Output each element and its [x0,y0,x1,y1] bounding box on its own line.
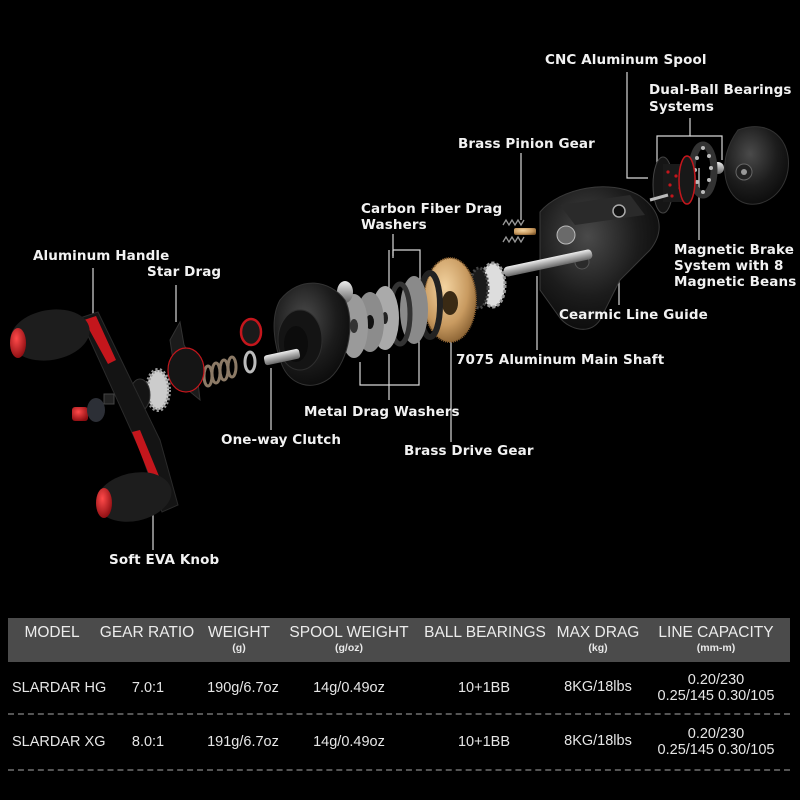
drag-washers [340,270,443,358]
aluminum-handle [10,309,179,522]
column-header-line-capacity: LINE CAPACITY(mm-m) [654,624,778,654]
label-main-shaft: 7075 Aluminum Main Shaft [456,352,665,368]
cell-ball-bearings: 10+1BB [457,734,510,750]
label-ceramic-line-guide: Cearmic Line Guide [559,307,708,323]
label-aluminum-handle: Aluminum Handle [33,248,170,264]
label-star-drag: Star Drag [147,264,222,280]
cell-weight: 191g/6.7oz [207,734,279,750]
label-dual-ball-bearings-line2: Systems [649,99,714,115]
label-magnetic-brake-line1: Magnetic Brake [674,242,794,258]
label-dual-ball-bearings-line1: Dual-Ball Bearings [649,82,792,98]
cell-ball-bearings: 10+1BB [457,680,510,696]
column-header-max-drag: MAX DRAG(kg) [556,624,640,654]
column-header-ball-bearings: BALL BEARINGS [424,624,546,641]
label-cnc-aluminum-spool: CNC Aluminum Spool [545,52,707,68]
cell-spool-weight: 14g/0.49oz [313,734,385,750]
cell-model: SLARDAR XG [12,734,106,750]
cell-gear-ratio: 8.0:1 [131,734,165,750]
line-capacity-line1: 0.20/230 [687,672,745,688]
left-side-plate [273,282,351,386]
row-divider [8,713,790,715]
column-header-weight: WEIGHT(g) [204,624,274,654]
main-shaft [503,249,593,277]
table-row: SLARDAR XG 8.0:1 191g/6.7oz 14g/0.49oz 1… [8,716,790,770]
label-carbon-fiber-drag-line1: Carbon Fiber Drag [361,201,503,217]
label-carbon-fiber-drag-line2: Washers [361,217,427,233]
label-metal-drag-washers: Metal Drag Washers [304,404,460,420]
reel-parts-illustration [10,72,789,550]
small-gear [468,261,507,310]
column-header-gear-ratio: GEAR RATIO [99,624,195,641]
star-drag [129,320,205,412]
label-magnetic-brake-line2: System with 8 [674,258,784,274]
table-row: SLARDAR HG 7.0:1 190g/6.7oz 14g/0.49oz 1… [8,662,790,716]
wave-washers [202,350,257,388]
cell-weight: 190g/6.7oz [207,680,279,696]
label-magnetic-brake-line3: Magnetic Beans [674,274,797,290]
side-cover [724,126,789,205]
cell-model: SLARDAR HG [12,680,107,696]
unit-spool-weight: (g/oz) [335,642,363,654]
cell-max-drag: 8KG/18lbs [564,679,632,695]
label-brass-pinion-gear: Brass Pinion Gear [458,136,595,152]
line-capacity-line1: 0.20/230 [687,726,745,742]
spec-table-header: MODEL GEAR RATIO WEIGHT(g) SPOOL WEIGHT(… [8,618,790,662]
unit-max-drag: (kg) [588,642,608,654]
label-soft-eva-knob: Soft EVA Knob [109,552,220,568]
clutch-shaft [263,348,301,366]
unit-line-capacity: (mm-m) [696,642,736,654]
reel-frame [539,186,660,330]
brass-pinion-gear [514,228,536,235]
cell-gear-ratio: 7.0:1 [131,680,165,696]
pinion-springs [502,218,525,244]
line-capacity-line2: 0.25/145 0.30/105 [657,688,775,704]
row-divider [8,769,790,771]
column-header-spool-weight: SPOOL WEIGHT(g/oz) [286,624,412,654]
column-header-model: MODEL [24,624,80,641]
red-cap-button [239,317,263,347]
label-brass-drive-gear: Brass Drive Gear [404,443,534,459]
spool-part [649,155,696,214]
cell-max-drag: 8KG/18lbs [564,733,632,749]
label-one-way-clutch: One-way Clutch [221,432,342,448]
line-capacity-line2: 0.25/145 0.30/105 [657,742,775,758]
cell-line-capacity: 0.20/230 0.25/145 0.30/105 [648,672,784,704]
cell-spool-weight: 14g/0.49oz [313,680,385,696]
unit-weight: (g) [232,642,246,654]
cell-line-capacity: 0.20/230 0.25/145 0.30/105 [648,726,784,758]
exploded-reel-diagram: CNC Aluminum Spool Dual-Ball Bearings Sy… [10,52,797,568]
